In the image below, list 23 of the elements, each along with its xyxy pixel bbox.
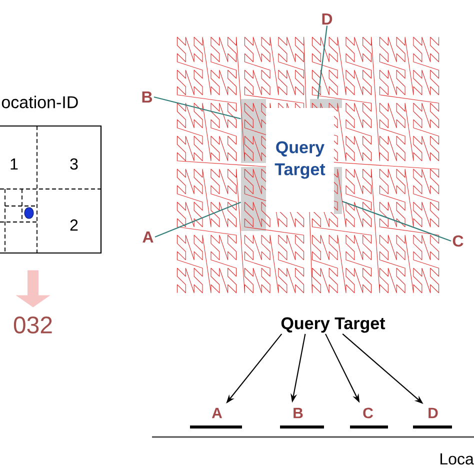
callout-letter: C	[452, 235, 464, 247]
shaded-region	[241, 167, 266, 231]
shaded-region	[310, 99, 342, 108]
cell-number: 1	[10, 158, 18, 170]
range-label: D	[428, 408, 438, 418]
leader-line	[154, 202, 241, 238]
query-label: Query Target	[281, 317, 386, 333]
heading: ocation-ID	[2, 96, 78, 108]
callout-letter: A	[142, 232, 154, 242]
leader-line	[317, 26, 328, 99]
callout-letter: B	[142, 92, 152, 102]
location-code: 032	[14, 316, 52, 334]
range-label: A	[212, 408, 222, 418]
node-label: Query Target	[274, 141, 326, 179]
cell-number: 2	[70, 219, 78, 231]
query-box: Query Target	[266, 108, 334, 212]
range-label: B	[294, 408, 303, 418]
callout-letter: D	[322, 14, 332, 24]
leader-line	[342, 200, 452, 242]
range-label: C	[363, 408, 373, 418]
axis-label: Loca	[440, 453, 474, 465]
cell-number: 3	[70, 158, 78, 170]
leader-line	[154, 96, 241, 120]
